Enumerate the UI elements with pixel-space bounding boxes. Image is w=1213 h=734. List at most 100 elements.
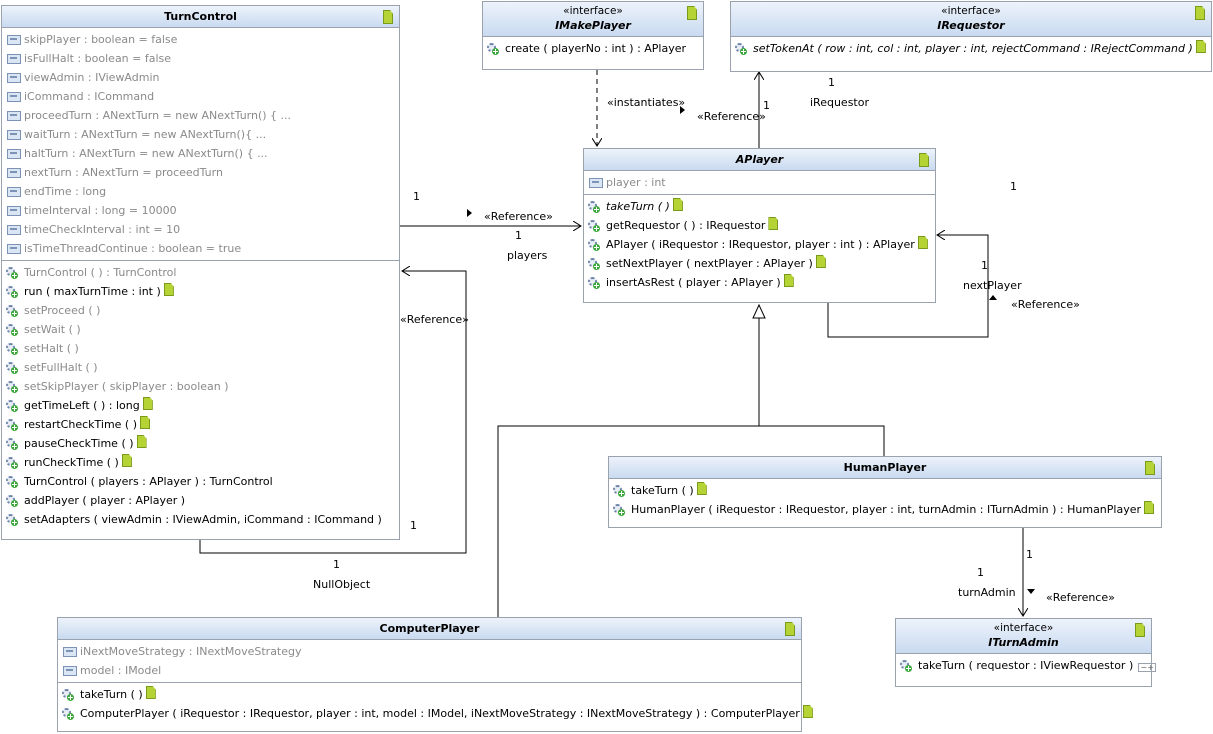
direction-arrow	[467, 209, 472, 217]
collapse-expand-icon[interactable]: −+	[1138, 663, 1157, 672]
class-computer-player[interactable]: ComputerPlayer iNextMoveStrategy : INext…	[57, 617, 813, 732]
method-row[interactable]: setHalt ( )	[2, 339, 399, 358]
multiplicity-label: 1	[1026, 548, 1033, 561]
method-row[interactable]: pauseCheckTime ( )	[2, 434, 399, 453]
field-icon	[7, 73, 21, 83]
javadoc-note-icon	[672, 198, 683, 211]
method-row[interactable]: setAdapters ( viewAdmin : IViewAdmin, iC…	[2, 510, 399, 529]
method-row[interactable]: takeTurn ( )	[609, 481, 1161, 500]
players-reference-label: «Reference»	[484, 210, 553, 223]
method-row[interactable]: takeTurn ( )	[584, 197, 935, 216]
javadoc-note-icon	[696, 482, 707, 495]
method-row[interactable]: ComputerPlayer ( iRequestor : IRequestor…	[58, 704, 813, 723]
method-row[interactable]: TurnControl ( players : APlayer ) : Turn…	[2, 472, 399, 491]
field-row[interactable]: skipPlayer : boolean = false	[2, 30, 399, 49]
public-method-icon	[588, 201, 600, 213]
public-method-icon	[6, 514, 18, 526]
direction-arrow	[1027, 589, 1035, 594]
public-method-icon	[588, 220, 600, 232]
method-row[interactable]: HumanPlayer ( iRequestor : IRequestor, p…	[609, 500, 1161, 519]
class-turn-control[interactable]: TurnControl skipPlayer : boolean = false…	[1, 5, 400, 540]
nullobject-reference-edge[interactable]	[199, 271, 467, 554]
field-row[interactable]: nextTurn : ANextTurn = proceedTurn	[2, 163, 399, 182]
javadoc-note-icon	[1195, 6, 1205, 20]
javadoc-note-icon	[140, 416, 151, 429]
turn-admin-role-label: turnAdmin	[958, 586, 1016, 599]
field-icon	[7, 149, 21, 159]
field-row[interactable]: isFullHalt : boolean = false	[2, 49, 399, 68]
javadoc-note-icon	[1135, 623, 1145, 637]
class-header[interactable]: APlayer	[584, 149, 935, 171]
field-icon	[7, 168, 21, 178]
multiplicity-label: 1	[828, 76, 835, 89]
method-row[interactable]: takeTurn ( requestor : IViewRequestor )−…	[896, 656, 1157, 675]
fields-compartment: player : int	[584, 171, 935, 194]
multiplicity-label: 1	[515, 229, 522, 242]
method-row[interactable]: getTimeLeft ( ) : long	[2, 396, 399, 415]
method-row[interactable]: setTokenAt ( row : int, col : int, playe…	[731, 39, 1211, 58]
field-row[interactable]: timeInterval : long = 10000	[2, 201, 399, 220]
method-row[interactable]: create ( playerNo : int ) : APlayer	[483, 39, 703, 58]
field-row[interactable]: model : IModel	[58, 661, 801, 680]
interface-iturn-admin[interactable]: «interface» ITurnAdmin takeTurn ( reques…	[895, 618, 1157, 687]
public-method-icon	[6, 305, 18, 317]
field-icon	[7, 35, 21, 45]
method-row[interactable]: TurnControl ( ) : TurnControl	[2, 263, 399, 282]
method-row[interactable]: takeTurn ( )	[58, 685, 801, 704]
class-name: ComputerPlayer	[379, 622, 480, 635]
field-row[interactable]: waitTurn : ANextTurn = new ANextTurn(){ …	[2, 125, 399, 144]
multiplicity-label: 1	[981, 259, 988, 272]
methods-compartment: TurnControl ( ) : TurnControl run ( maxT…	[2, 260, 399, 531]
field-row[interactable]: iCommand : ICommand	[2, 87, 399, 106]
interface-irequestor[interactable]: «interface» IRequestor setTokenAt ( row …	[730, 1, 1212, 72]
generalization-arrowhead	[752, 303, 766, 319]
interface-imake-player[interactable]: «interface» IMakePlayer create ( playerN…	[482, 1, 704, 70]
class-aplayer[interactable]: APlayer player : int takeTurn ( ) getReq…	[583, 148, 936, 303]
method-row[interactable]: setNextPlayer ( nextPlayer : APlayer )	[584, 254, 935, 273]
class-header[interactable]: HumanPlayer	[609, 457, 1161, 479]
class-header[interactable]: ComputerPlayer	[58, 618, 801, 640]
field-icon	[7, 187, 21, 197]
method-row[interactable]: addPlayer ( player : APlayer )	[2, 491, 399, 510]
method-row[interactable]: setSkipPlayer ( skipPlayer : boolean )	[2, 377, 399, 396]
human-player-generalization-edge[interactable]	[497, 425, 885, 617]
fields-compartment: skipPlayer : boolean = false isFullHalt …	[2, 28, 399, 260]
field-row[interactable]: isTimeThreadContinue : boolean = true	[2, 239, 399, 258]
javadoc-note-icon	[145, 686, 156, 699]
field-row[interactable]: endTime : long	[2, 182, 399, 201]
class-header[interactable]: «interface» ITurnAdmin	[896, 619, 1151, 654]
multiplicity-label: 1	[413, 190, 420, 203]
field-row[interactable]: viewAdmin : IViewAdmin	[2, 68, 399, 87]
method-row[interactable]: restartCheckTime ( )	[2, 415, 399, 434]
class-header[interactable]: TurnControl	[2, 6, 399, 28]
method-row[interactable]: insertAsRest ( player : APlayer )	[584, 273, 935, 292]
field-icon	[7, 92, 21, 102]
field-icon	[7, 244, 21, 254]
public-method-icon	[588, 258, 600, 270]
method-row[interactable]: run ( maxTurnTime : int )	[2, 282, 399, 301]
method-row[interactable]: runCheckTime ( )	[2, 453, 399, 472]
multiplicity-label: 1	[1010, 180, 1017, 193]
method-row[interactable]: setWait ( )	[2, 320, 399, 339]
field-icon	[7, 54, 21, 64]
method-row[interactable]: setFullHalt ( )	[2, 358, 399, 377]
field-row[interactable]: iNextMoveStrategy : INextMoveStrategy	[58, 642, 801, 661]
methods-compartment: create ( playerNo : int ) : APlayer	[483, 37, 703, 60]
method-row[interactable]: setProceed ( )	[2, 301, 399, 320]
class-name: HumanPlayer	[843, 461, 927, 474]
multiplicity-label: 1	[410, 519, 417, 532]
field-row[interactable]: proceedTurn : ANextTurn = new ANextTurn(…	[2, 106, 399, 125]
null-object-role-label: NullObject	[313, 578, 371, 591]
method-row[interactable]: getRequestor ( ) : IRequestor	[584, 216, 935, 235]
class-header[interactable]: «interface» IRequestor	[731, 2, 1211, 37]
field-icon	[63, 647, 77, 657]
class-header[interactable]: «interface» IMakePlayer	[483, 2, 703, 37]
field-row[interactable]: haltTurn : ANextTurn = new ANextTurn() {…	[2, 144, 399, 163]
method-row[interactable]: APlayer ( iRequestor : IRequestor, playe…	[584, 235, 935, 254]
methods-compartment: takeTurn ( ) ComputerPlayer ( iRequestor…	[58, 682, 813, 725]
class-human-player[interactable]: HumanPlayer takeTurn ( ) HumanPlayer ( i…	[608, 456, 1162, 528]
class-name: IRequestor	[937, 19, 1005, 32]
field-row[interactable]: player : int	[584, 173, 935, 192]
field-row[interactable]: timeCheckInterval : int = 10	[2, 220, 399, 239]
nextplayer-reference-edge[interactable]	[827, 235, 989, 338]
